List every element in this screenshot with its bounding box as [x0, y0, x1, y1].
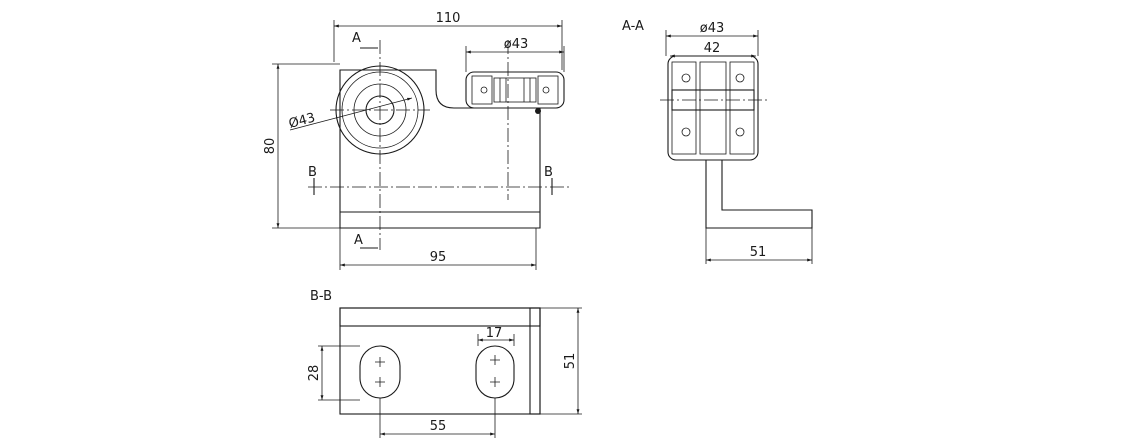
- aa-center-hub: [699, 61, 727, 155]
- dim-wheel-leader: [289, 97, 413, 131]
- aa-left-flange: [671, 61, 697, 155]
- aa-dim-diam-label: ø43: [700, 21, 725, 36]
- dim-wheel-label: Ø43: [287, 110, 317, 131]
- aa-right-flange: [729, 61, 755, 155]
- bb-slot-left-centers: [375, 357, 385, 387]
- aa-dim-width-label: 42: [704, 41, 721, 56]
- bb-dim-len-label: 28: [307, 365, 322, 382]
- section-aa-view: A-A ø43 42 51: [622, 19, 813, 264]
- dim-110-label: 110: [436, 11, 461, 26]
- bb-slot-right-centers: [490, 355, 500, 387]
- bb-plate-outline: [339, 307, 541, 415]
- section-aa-title: A-A: [622, 19, 644, 34]
- aa-ball-3: [681, 127, 691, 137]
- aa-bracket: [705, 159, 813, 229]
- section-a-top-label: A: [352, 31, 361, 46]
- aa-ball-4: [735, 127, 745, 137]
- aa-wheel-outline: [667, 55, 759, 161]
- bb-dim-spacing-label: 55: [430, 419, 447, 434]
- bb-dim-depth-label: 51: [563, 353, 578, 370]
- front-body-outline: [339, 69, 541, 229]
- dim-80-label: 80: [263, 138, 278, 155]
- dim-roller-label: ø43: [504, 37, 529, 52]
- section-b-left-label: B: [308, 165, 317, 180]
- bb-slot-right: [475, 345, 515, 399]
- bb-right-wall: [529, 307, 541, 415]
- bb-slot-left: [359, 345, 401, 399]
- bb-dim-slot-label: 17: [486, 326, 503, 341]
- bb-hatched-wall: [339, 307, 541, 327]
- aa-ball-1: [681, 73, 691, 83]
- section-a-bottom-label: A: [354, 233, 363, 248]
- dim-95-label: 95: [430, 250, 447, 265]
- section-bb-title: B-B: [310, 289, 332, 304]
- front-view: 110 ø43 Ø43 80 95 A A B B: [263, 11, 570, 270]
- section-b-right-label: B: [544, 165, 553, 180]
- front-roller: [465, 71, 565, 114]
- aa-ball-2: [735, 73, 745, 83]
- aa-dim-base-label: 51: [750, 245, 767, 260]
- section-bb-view: B-B 17 28 51 55: [307, 289, 582, 438]
